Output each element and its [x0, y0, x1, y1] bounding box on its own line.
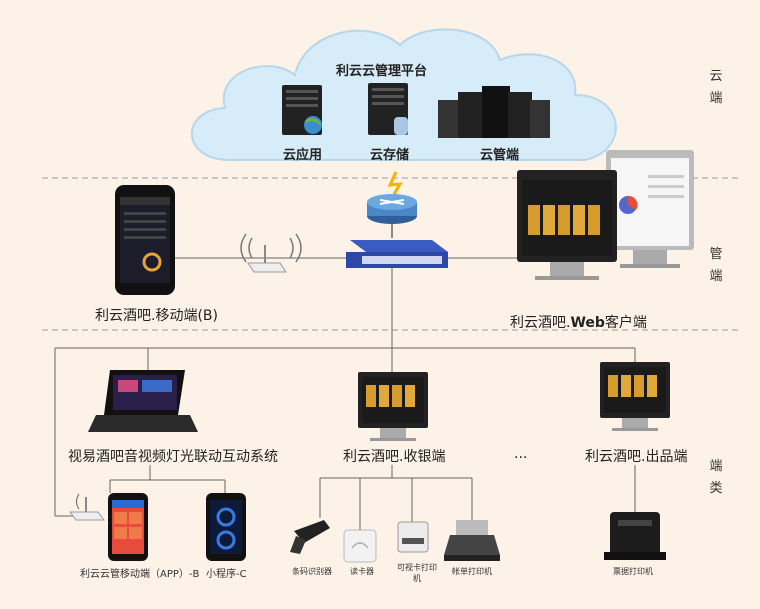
mobile-client-label: 利云酒吧.移动端(B): [95, 308, 218, 324]
side-label-char: 端: [709, 269, 723, 284]
web-label-suffix: 客户端: [604, 315, 647, 331]
side-label-char: 端: [709, 459, 723, 474]
web-label-prefix: 利云酒吧.: [510, 315, 571, 331]
app-phone-icon: [108, 493, 148, 561]
network-switch-icon: [346, 240, 448, 268]
app-label: 利云云管移动端（APP）-B: [80, 569, 200, 580]
cloud-storage-label: 云存储: [370, 148, 410, 163]
output-monitor-icon: [600, 362, 670, 431]
side-label-cloud: 云 端: [708, 66, 724, 110]
side-label-char: 管: [709, 247, 723, 262]
side-label-char: 云: [709, 69, 723, 84]
card-printer-label: 可视卡打印机: [397, 563, 437, 583]
cloud-storage-server-icon: [368, 83, 408, 135]
mobile-phone-icon: [115, 185, 175, 295]
output-label: 利云酒吧.出品端: [585, 449, 688, 465]
mini-program-label: 小程序-C: [206, 569, 247, 580]
wifi-access-point-icon: [240, 233, 302, 273]
cloud-management-label: 云管端: [480, 148, 520, 163]
web-client-label: 利云酒吧.Web客户端: [510, 312, 647, 332]
barcode-label: 条码识别器: [292, 567, 332, 576]
web-label-bold: Web: [570, 315, 605, 331]
card-reader-icon: [343, 529, 377, 563]
side-label-terminal: 端 类: [708, 456, 724, 500]
side-label-char: 类: [709, 481, 723, 496]
cloud-management-rack-icon: [438, 86, 550, 138]
bill-printer-label: 帐单打印机: [452, 567, 492, 576]
cloud-app-server-icon: [282, 85, 322, 135]
card-printer-icon: [397, 521, 429, 553]
barcode-scanner-icon: [290, 520, 330, 554]
av-system-device-icon: [88, 370, 198, 432]
connection-bolt-icon: [387, 171, 403, 199]
web-client-monitor-icon: [517, 150, 694, 280]
cashier-monitor-icon: [358, 372, 428, 441]
ellipsis-label: ...: [514, 446, 528, 462]
av-system-label: 视易酒吧音视频灯光联动互动系统: [68, 449, 278, 465]
card-reader-label: 读卡器: [350, 567, 374, 576]
receipt-printer-label: 票据打印机: [613, 567, 653, 576]
wifi-router-small-icon: [69, 493, 105, 521]
side-label-mgmt: 管 端: [708, 244, 724, 288]
receipt-printer-icon: [604, 512, 666, 560]
mini-program-phone-icon: [206, 493, 246, 561]
side-label-char: 端: [709, 91, 723, 106]
cloud-platform-title: 利云云管理平台: [336, 64, 428, 79]
cloud-app-label: 云应用: [283, 148, 323, 163]
router-icon: [367, 194, 417, 224]
bill-printer-icon: [444, 520, 500, 561]
cashier-label: 利云酒吧.收银端: [343, 449, 446, 465]
